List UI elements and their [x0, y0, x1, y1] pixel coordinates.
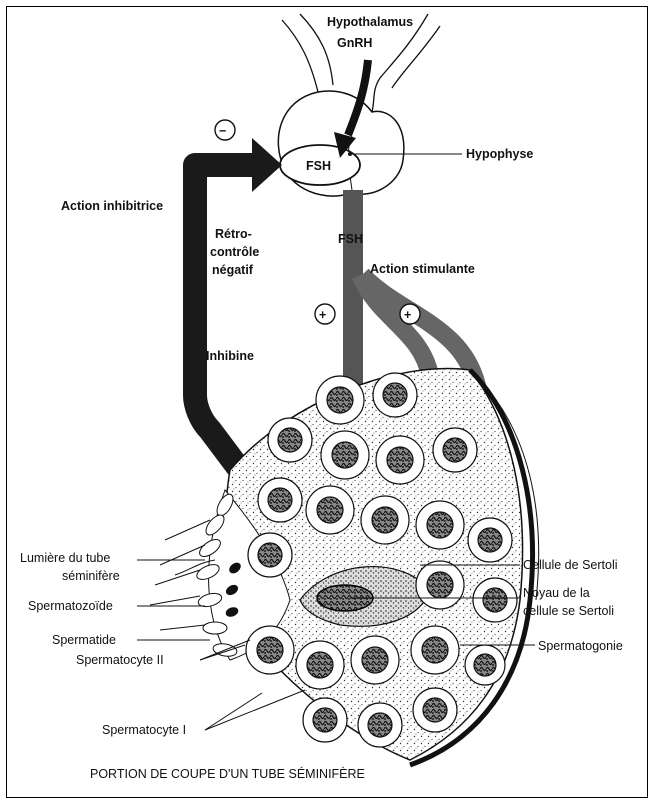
action-inhibitrice-label: Action inhibitrice [61, 199, 163, 213]
gnrh-label: GnRH [337, 36, 372, 50]
spermatocyte-1-label: Spermatocyte I [102, 723, 186, 737]
lumiere-line2: séminifère [62, 569, 120, 583]
hypophyse-label: Hypophyse [466, 147, 533, 161]
spermatide-label: Spermatide [52, 633, 116, 647]
spermatogonie-label: Spermatogonie [538, 639, 623, 653]
fsh-arrow-label: FSH [338, 232, 363, 246]
spermatozoide-label: Spermatozoïde [28, 599, 113, 613]
minus-sign: − [219, 124, 226, 138]
plus-sign-left: + [319, 308, 326, 322]
caption: PORTION DE COUPE D'UN TUBE SÉMINIFÈRE [90, 766, 365, 781]
noyau-line2: cellule se Sertoli [523, 604, 614, 618]
retro-line1: Rétro- [215, 227, 252, 241]
sertoli-label: Cellule de Sertoli [523, 558, 618, 572]
inhibine-label: Inhibine [206, 349, 254, 363]
noyau-line1: Noyau de la [523, 586, 590, 600]
lumiere-line1: Lumière du tube [20, 551, 110, 565]
retro-line3: négatif [212, 263, 254, 277]
fsh-gland-label: FSH [306, 159, 331, 173]
hypothalamus-label: Hypothalamus [327, 15, 413, 29]
spermatocyte-2-label: Spermatocyte II [76, 653, 164, 667]
retro-line2: contrôle [210, 245, 259, 259]
action-stimulante-label: Action stimulante [370, 262, 475, 276]
plus-sign-right: + [404, 308, 411, 322]
